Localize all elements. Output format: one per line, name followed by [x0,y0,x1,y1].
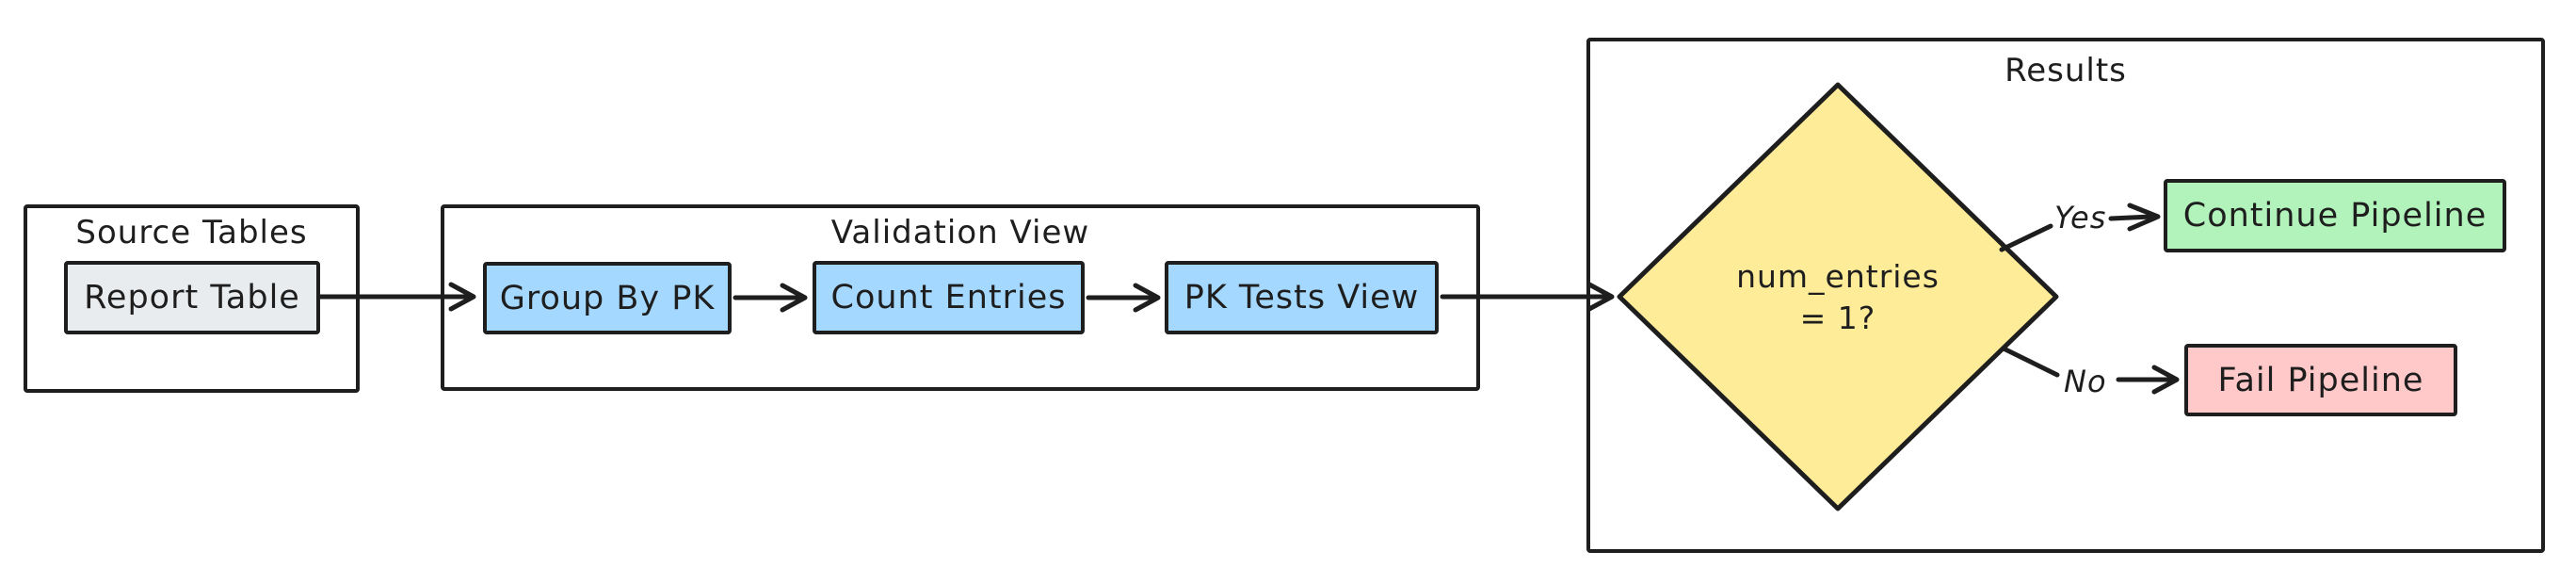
node-report-table: Report Table [64,261,320,334]
edge-label-yes: Yes [2054,200,2107,235]
node-report-table-label: Report Table [84,279,300,316]
node-fail-pipeline: Fail Pipeline [2184,344,2457,416]
group-source-tables-title: Source Tables [75,214,308,251]
node-continue-pipeline-label: Continue Pipeline [2182,197,2487,235]
node-group-by-pk: Group By PK [483,262,732,334]
edge-label-no: No [2064,364,2107,399]
node-pk-tests-view: PK Tests View [1165,261,1439,334]
node-decision-label-line1: num_entries [1736,258,1940,295]
node-continue-pipeline: Continue Pipeline [2164,179,2506,252]
node-decision-label-line2: = 1? [1799,300,1876,336]
node-pk-tests-view-label: PK Tests View [1183,279,1420,316]
node-count-entries: Count Entries [813,261,1085,334]
node-count-entries-label: Count Entries [830,279,1067,316]
node-fail-pipeline-label: Fail Pipeline [2217,361,2424,399]
group-validation-view-title: Validation View [830,214,1090,251]
node-decision-label: num_entries = 1? [1619,256,2056,339]
node-group-by-pk-label: Group By PK [499,279,716,317]
group-results-title: Results [2004,52,2127,89]
